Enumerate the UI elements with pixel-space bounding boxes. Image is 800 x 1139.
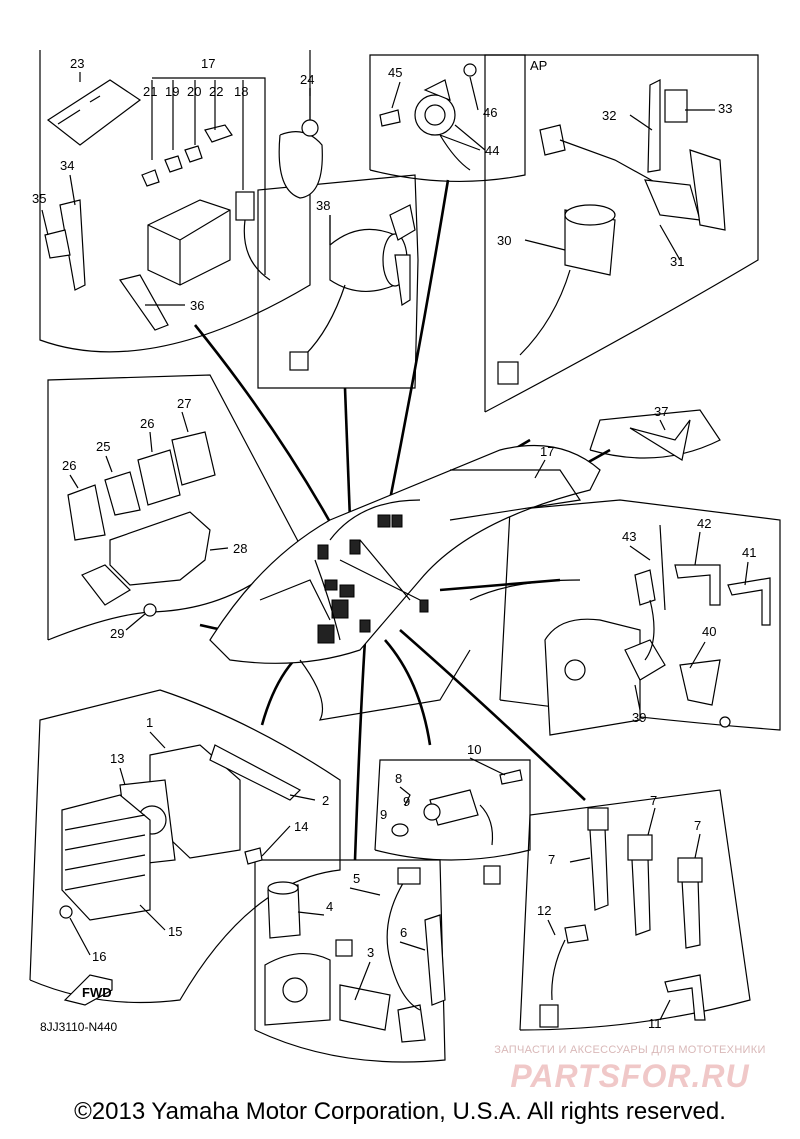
callout-11: 11 — [648, 1016, 662, 1031]
callout-34: 34 — [60, 158, 74, 173]
callout-4: 4 — [326, 899, 333, 914]
ignition-coils-group — [539, 807, 706, 1028]
sensors-3-6-group — [264, 867, 446, 1043]
callout-12: 12 — [537, 903, 551, 918]
callout-3: 3 — [367, 945, 374, 960]
ap-label: AP — [530, 58, 547, 73]
fwd-arrow: FWD — [63, 974, 113, 1006]
callout-25: 25 — [96, 439, 110, 454]
diagram-code: 8JJ3110-N440 — [40, 1020, 118, 1034]
callout-10: 10 — [467, 742, 481, 757]
callout-16: 16 — [92, 949, 106, 964]
callout-7-b: 7 — [694, 818, 701, 833]
relays-group — [67, 431, 216, 617]
ap-accessory-group — [497, 79, 726, 385]
fuse-box-group — [44, 77, 271, 331]
callout-26-right: 26 — [140, 416, 154, 431]
ecu-group: FWD — [59, 744, 301, 1006]
watermark-logo: PARTSFOR.RU — [510, 1058, 750, 1094]
callout-33: 33 — [718, 101, 732, 116]
callout-29: 29 — [110, 626, 124, 641]
callout-13: 13 — [110, 751, 124, 766]
callout-7-a: 7 — [650, 793, 657, 808]
callout-44: 44 — [485, 143, 499, 158]
callout-24: 24 — [300, 72, 314, 87]
callout-27: 27 — [177, 396, 191, 411]
callout-23: 23 — [70, 56, 84, 71]
callout-39: 39 — [632, 710, 646, 725]
callout-43: 43 — [622, 529, 636, 544]
callout-31: 31 — [670, 254, 684, 269]
callout-20: 20 — [187, 84, 201, 99]
main-switch-group — [289, 204, 416, 371]
harness-connectors — [314, 514, 429, 644]
svg-text:FWD: FWD — [82, 985, 112, 1000]
parts-39-43-group — [544, 524, 771, 736]
watermark-text: ЗАПЧАСТИ И АКСЕССУАРЫ ДЛЯ МОТОТЕХНИКИ — [494, 1044, 766, 1056]
callout-leaders — [41, 72, 749, 1021]
callout-9-left: 9 — [380, 807, 387, 822]
callout-45: 45 — [388, 65, 402, 80]
part-37-group — [629, 419, 691, 461]
callout-labels: 23 17 21 19 20 22 18 24 45 46 44 AP 32 3… — [32, 56, 756, 1031]
callout-26-left: 26 — [62, 458, 76, 473]
callout-40: 40 — [702, 624, 716, 639]
callout-38: 38 — [316, 198, 330, 213]
part-44-group — [379, 63, 486, 171]
callout-14: 14 — [294, 819, 308, 834]
callout-17-top: 17 — [201, 56, 215, 71]
callout-8: 8 — [395, 771, 402, 786]
callout-2: 2 — [322, 793, 329, 808]
callout-32: 32 — [602, 108, 616, 123]
part-24-group — [278, 88, 323, 199]
callout-28: 28 — [233, 541, 247, 556]
callout-35: 35 — [32, 191, 46, 206]
callout-19: 19 — [165, 84, 179, 99]
central-frame — [209, 444, 601, 721]
callout-37: 37 — [654, 404, 668, 419]
callout-30: 30 — [497, 233, 511, 248]
callout-1: 1 — [146, 715, 153, 730]
callout-17-mid: 17 — [540, 444, 554, 459]
callout-6: 6 — [400, 925, 407, 940]
callout-22: 22 — [209, 84, 223, 99]
callout-46: 46 — [483, 105, 497, 120]
callout-42: 42 — [697, 516, 711, 531]
callout-21: 21 — [143, 84, 157, 99]
sensor-8-10-group — [391, 769, 523, 885]
callout-41: 41 — [742, 545, 756, 560]
callout-15: 15 — [168, 924, 182, 939]
callout-18: 18 — [234, 84, 248, 99]
callout-36: 36 — [190, 298, 204, 313]
callout-5: 5 — [353, 871, 360, 886]
callout-7-c: 7 — [548, 852, 555, 867]
copyright-notice: ©2013 Yamaha Motor Corporation, U.S.A. A… — [74, 1098, 726, 1125]
